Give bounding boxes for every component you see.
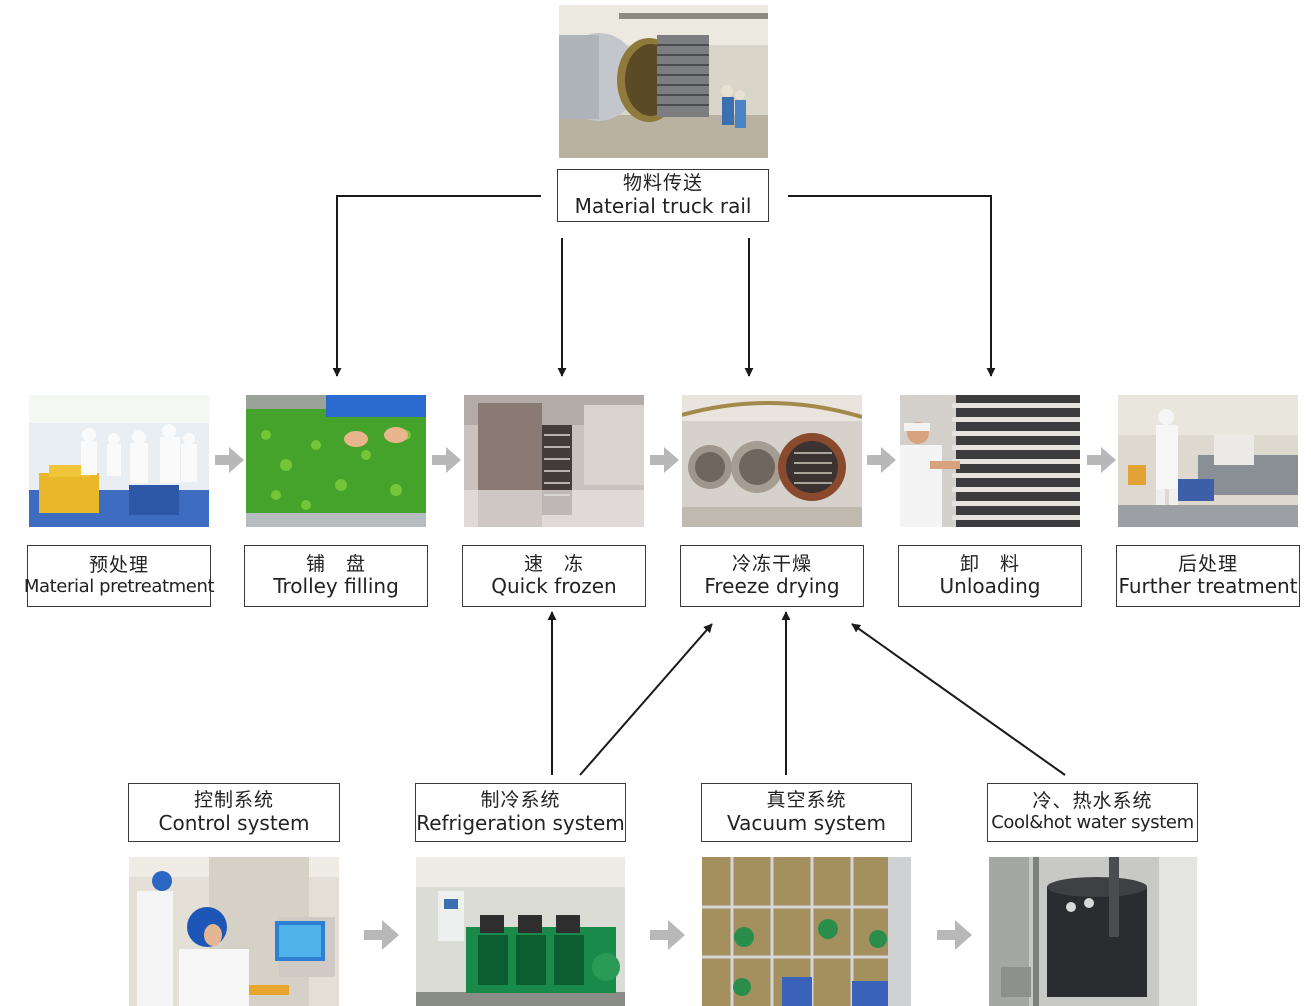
- label-en: Quick frozen: [491, 574, 617, 599]
- label-zh: 冷、热水系统: [1032, 790, 1153, 813]
- label-zh: 卸 料: [959, 552, 1020, 575]
- flow-arrow-8: [937, 920, 972, 950]
- label-zh: 速 冻: [523, 552, 584, 575]
- further-treatment-photo: [1118, 395, 1298, 527]
- step-label-unloading: 卸 料 Unloading: [898, 545, 1082, 607]
- trolley-filling-photo: [246, 395, 426, 527]
- label-zh: 制冷系统: [480, 789, 561, 812]
- control-system-photo: [129, 857, 339, 1006]
- flow-arrow-5: [1087, 447, 1116, 473]
- material-truck-rail-photo: [559, 5, 768, 158]
- material-pretreatment-photo: [29, 395, 209, 527]
- label-en: Freeze drying: [704, 574, 840, 599]
- label-en: Trolley filling: [273, 574, 399, 599]
- label-en: Cool&hot water system: [991, 812, 1194, 834]
- refrigeration-system-photo: [416, 857, 625, 1006]
- system-label-control: 控制系统 Control system: [128, 783, 340, 842]
- label-zh: 后处理: [1177, 552, 1238, 575]
- system-label-refrigeration: 制冷系统 Refrigeration system: [415, 783, 626, 842]
- refrigeration-to-freezedrying-arrow: [579, 623, 713, 776]
- label-en: Refrigeration system: [416, 810, 625, 835]
- unloading-photo: [900, 395, 1080, 527]
- quick-frozen-photo: [464, 395, 644, 527]
- step-label-trolley-filling: 铺 盘 Trolley filling: [244, 545, 428, 607]
- flow-arrow-4: [867, 447, 896, 473]
- flow-arrow-2: [432, 447, 461, 473]
- label-zh: 物料传送: [622, 172, 703, 195]
- label-zh: 真空系统: [766, 789, 847, 812]
- water-to-freezedrying-arrow: [851, 623, 1066, 776]
- flow-arrow-6: [364, 920, 399, 950]
- system-label-vacuum: 真空系统 Vacuum system: [701, 783, 912, 842]
- label-en: Vacuum system: [727, 810, 886, 835]
- step-label-quick-frozen: 速 冻 Quick frozen: [462, 545, 646, 607]
- flow-arrow-3: [650, 447, 679, 473]
- label-en: Material pretreatment: [23, 575, 215, 597]
- label-en: Control system: [158, 810, 310, 835]
- step-label-freeze-drying: 冷冻干燥 Freeze drying: [680, 545, 864, 607]
- label-en: Further treatment: [1118, 574, 1298, 599]
- rail-to-unloading-arrow: [788, 195, 996, 377]
- label-en: Material truck rail: [574, 193, 752, 218]
- flow-arrow-1: [215, 447, 244, 473]
- flow-arrow-7: [650, 920, 685, 950]
- material-truck-rail-label: 物料传送 Material truck rail: [557, 169, 769, 222]
- freeze-drying-photo: [682, 395, 862, 527]
- label-zh: 控制系统: [193, 789, 274, 812]
- label-zh: 铺 盘: [305, 552, 366, 575]
- label-en: Unloading: [939, 574, 1041, 599]
- rail-to-trolley-arrow: [332, 195, 541, 377]
- step-label-further-treatment: 后处理 Further treatment: [1116, 545, 1300, 607]
- process-flow-arrows: [215, 447, 1116, 950]
- step-label-material-pretreatment: 预处理 Material pretreatment: [23, 545, 215, 607]
- label-zh: 预处理: [88, 553, 149, 576]
- vacuum-system-photo: [702, 857, 911, 1006]
- cool-hot-water-system-photo: [989, 857, 1197, 1006]
- label-zh: 冷冻干燥: [731, 552, 812, 575]
- system-label-cool-hot-water: 冷、热水系统 Cool&hot water system: [987, 783, 1198, 842]
